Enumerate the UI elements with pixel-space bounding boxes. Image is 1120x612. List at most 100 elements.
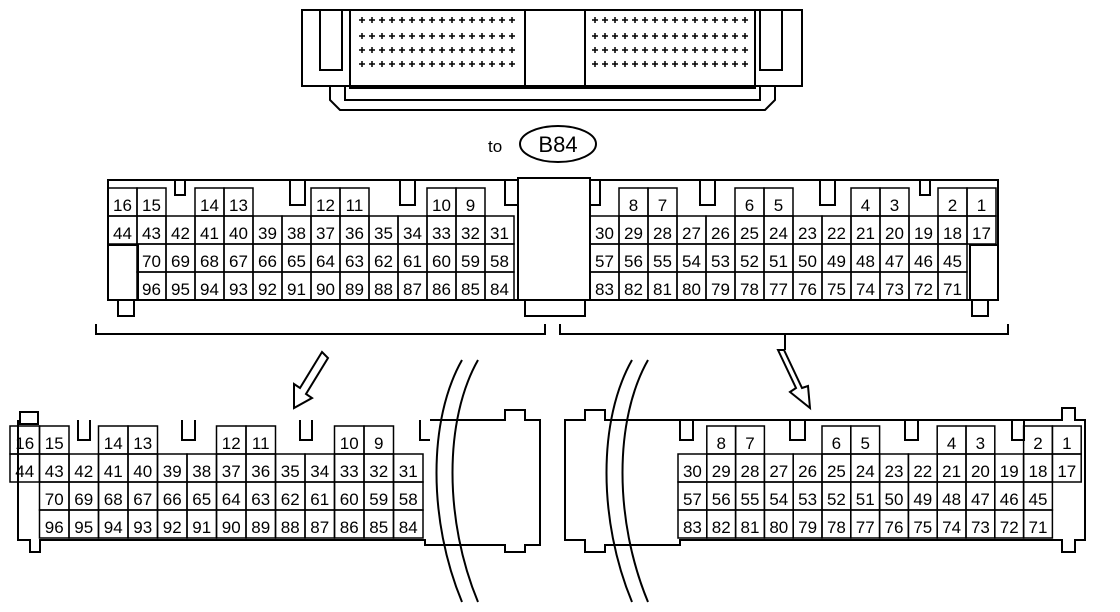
pin-number: 7 [745, 434, 754, 453]
pin-number: 5 [774, 196, 783, 215]
pin-number: 27 [769, 462, 788, 481]
pin-number: 67 [229, 252, 248, 271]
pin-number: 48 [942, 490, 961, 509]
pin-number: 95 [74, 518, 93, 537]
left-half-connector [17, 359, 541, 603]
pin-number: 36 [251, 462, 270, 481]
pin-number: 74 [856, 280, 875, 299]
pin-number: 14 [200, 196, 219, 215]
pin-number: 83 [683, 518, 702, 537]
connector-ref-label: to B84 [488, 125, 597, 163]
pin-number: 70 [45, 490, 64, 509]
pin-number: 43 [142, 224, 161, 243]
pin-number: 96 [45, 518, 64, 537]
main-pin-grid [107, 187, 997, 301]
pin-number: 53 [798, 490, 817, 509]
pin-number: 83 [595, 280, 614, 299]
pin-number: 67 [133, 490, 152, 509]
pin-number: 32 [369, 462, 388, 481]
pin-number: 61 [403, 252, 422, 271]
right-zoom-arrow-icon [776, 349, 812, 411]
split-brackets [95, 324, 1009, 350]
pin-number: 35 [281, 462, 300, 481]
pin-number: 8 [629, 196, 638, 215]
pin-number: 90 [316, 280, 335, 299]
pin-number: 10 [340, 434, 359, 453]
pin-number: 52 [740, 252, 759, 271]
pin-number: 3 [890, 196, 899, 215]
pin-number: 87 [310, 518, 329, 537]
pin-number: 1 [1062, 434, 1071, 453]
pin-number: 88 [281, 518, 300, 537]
pin-number: 81 [741, 518, 760, 537]
pin-number: 40 [133, 462, 152, 481]
pin-number: 46 [914, 252, 933, 271]
pin-number: 1 [977, 196, 986, 215]
right-half-connector [564, 359, 1086, 603]
pin-number: 21 [942, 462, 961, 481]
pin-number: 24 [856, 462, 875, 481]
pin-number: 59 [461, 252, 480, 271]
pin-number: 11 [252, 434, 270, 453]
pin-number: 40 [229, 224, 248, 243]
pin-number: 77 [769, 280, 788, 299]
pin-number: 91 [192, 518, 211, 537]
pin-number: 12 [222, 434, 241, 453]
pin-number: 93 [229, 280, 248, 299]
pin-number: 82 [712, 518, 731, 537]
main-connector-face [107, 177, 999, 317]
ref-oval [519, 125, 597, 163]
pin-number: 44 [113, 224, 132, 243]
pin-number: 78 [740, 280, 759, 299]
pin-number: 63 [251, 490, 270, 509]
pin-number: 21 [856, 224, 875, 243]
pin-cell [966, 215, 997, 245]
pin-number: 68 [200, 252, 219, 271]
pin-number: 23 [798, 224, 817, 243]
pin-number: 66 [163, 490, 182, 509]
pin-number: 73 [971, 518, 990, 537]
pin-number: 50 [885, 490, 904, 509]
pin-number: 22 [913, 462, 932, 481]
pin-number: 38 [192, 462, 211, 481]
pin-number: 55 [741, 490, 760, 509]
pin-number: 85 [461, 280, 480, 299]
pin-number: 44 [15, 462, 34, 481]
pin-number: 68 [104, 490, 123, 509]
pin-number: 28 [741, 462, 760, 481]
pin-number: 56 [712, 490, 731, 509]
pin-number: 5 [860, 434, 869, 453]
pin-number: 37 [222, 462, 241, 481]
pin-number: 88 [374, 280, 393, 299]
pin-number: 28 [653, 224, 672, 243]
pin-number: 89 [251, 518, 270, 537]
pin-number: 4 [947, 434, 956, 453]
connector-housing [301, 9, 803, 111]
pin-number: 9 [466, 196, 475, 215]
pin-number: 47 [885, 252, 904, 271]
pin-number: 29 [624, 224, 643, 243]
pin-number: 39 [258, 224, 277, 243]
pin-cell [1051, 453, 1082, 483]
pin-number: 11 [346, 196, 364, 215]
left-zoom-arrow-icon [293, 350, 330, 410]
pin-number: 17 [1057, 462, 1076, 481]
pin-number: 56 [624, 252, 643, 271]
pin-number: 10 [432, 196, 451, 215]
pin-number: 7 [658, 196, 667, 215]
pin-number: 20 [885, 224, 904, 243]
pin-number: 60 [340, 490, 359, 509]
pin-number: 35 [374, 224, 393, 243]
pin-number: 64 [316, 252, 335, 271]
pin-number: 63 [345, 252, 364, 271]
pin-number: 30 [683, 462, 702, 481]
pin-number: 38 [287, 224, 306, 243]
pin-number: 20 [971, 462, 990, 481]
pin-number: 15 [142, 196, 161, 215]
pin-cell [392, 509, 424, 539]
pin-number: 85 [369, 518, 388, 537]
pin-number: 3 [976, 434, 985, 453]
pin-number: 12 [316, 196, 335, 215]
pin-number: 6 [745, 196, 754, 215]
